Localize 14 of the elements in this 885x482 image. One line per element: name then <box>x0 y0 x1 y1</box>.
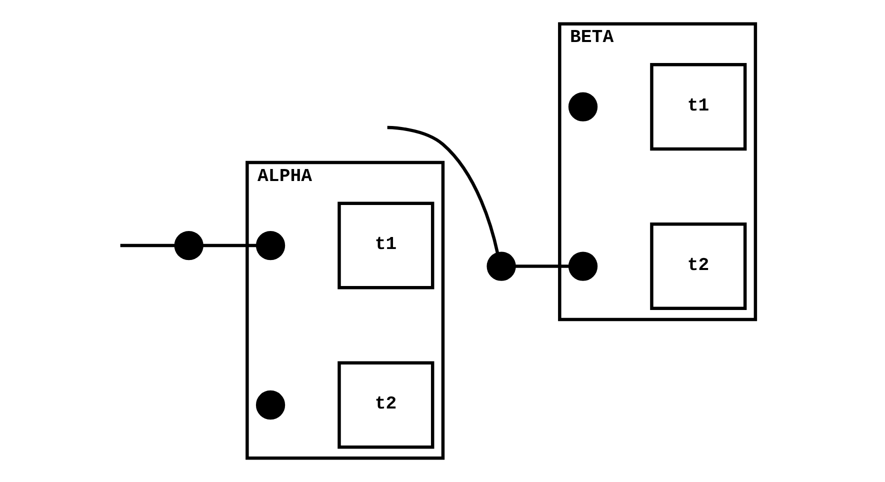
node-box: t2 <box>338 361 434 449</box>
connector <box>387 126 500 254</box>
node-circle <box>568 92 598 122</box>
node-box: t2 <box>650 222 747 310</box>
connector <box>120 244 176 248</box>
connector <box>514 264 570 268</box>
node-circle <box>174 230 204 260</box>
node-circle <box>256 390 286 420</box>
node-box: t1 <box>650 63 747 151</box>
connector <box>202 244 258 248</box>
node-box: t1 <box>338 202 434 290</box>
node-circle <box>256 230 286 260</box>
node-circle <box>568 252 598 281</box>
node-circle <box>486 252 516 281</box>
